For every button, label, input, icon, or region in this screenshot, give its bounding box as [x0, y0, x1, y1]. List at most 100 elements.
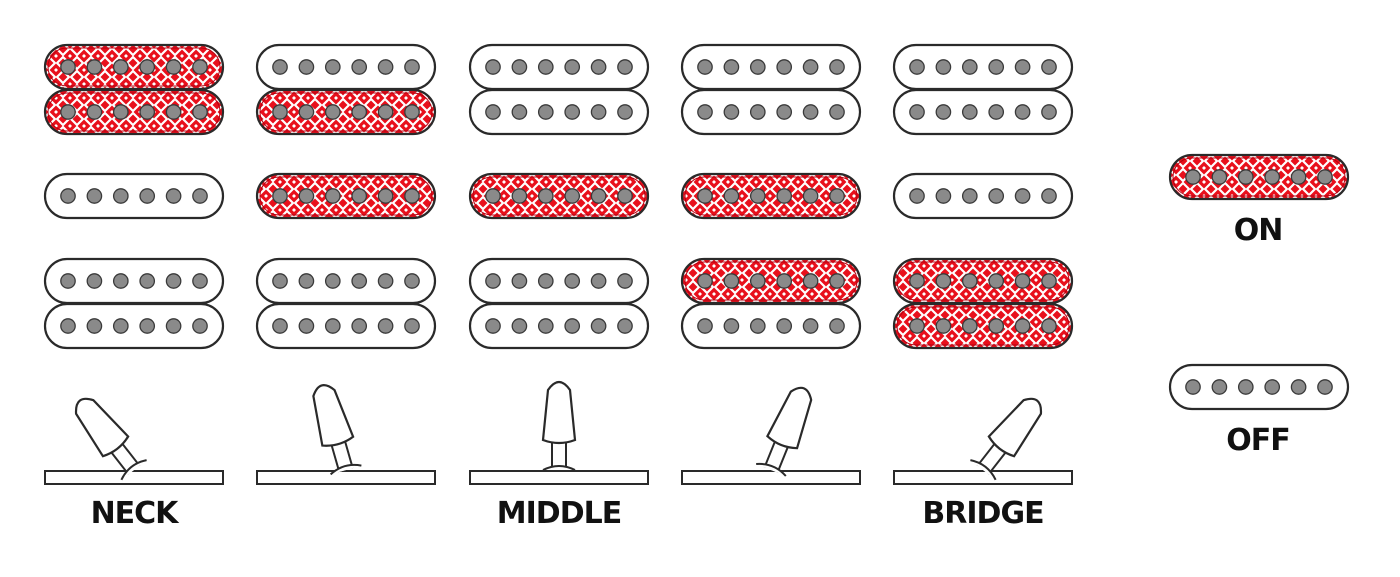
pole-piece [564, 318, 581, 334]
pole-piece [139, 273, 156, 289]
pole-piece [961, 273, 978, 289]
pole-piece [165, 59, 182, 75]
pole-piece [1264, 169, 1281, 185]
pole-piece [590, 188, 607, 204]
pole-piece [298, 273, 315, 289]
pole-piece [749, 59, 766, 75]
pole-piece [829, 188, 845, 204]
neck-pickup-coil-top [255, 43, 437, 91]
pole-piece [961, 188, 978, 204]
pole-piece [139, 59, 156, 75]
legend-on: ON [1168, 153, 1350, 248]
neck-pickup-coil-bottom [255, 88, 437, 136]
bridge-pickup-coil-bottom [680, 302, 862, 350]
pole-piece [697, 273, 713, 289]
pole-piece [617, 188, 633, 204]
pole-piece [988, 318, 1005, 334]
pole-piece [776, 188, 793, 204]
pole-piece [485, 188, 501, 204]
neck-pickup-coil-bottom [468, 88, 650, 136]
bridge-pickup-coil-top [892, 257, 1074, 305]
pole-piece [112, 59, 129, 75]
bridge-pickup-coil-bottom [43, 302, 225, 350]
pole-piece [165, 318, 182, 334]
pole-piece [511, 188, 528, 204]
neck-pickup-coil-bottom [892, 88, 1074, 136]
pole-piece [351, 59, 368, 75]
pole-piece [723, 188, 740, 204]
position-column [255, 43, 437, 485]
pole-piece [749, 273, 766, 289]
pole-piece [697, 104, 713, 120]
pole-piece [165, 273, 182, 289]
pole-piece [909, 318, 925, 334]
pole-piece [298, 318, 315, 334]
pole-piece [723, 59, 740, 75]
pole-piece [324, 59, 341, 75]
pole-piece [909, 59, 925, 75]
pole-piece [590, 104, 607, 120]
pole-piece [749, 104, 766, 120]
pole-piece [511, 104, 528, 120]
pole-piece [564, 188, 581, 204]
pole-piece [617, 104, 633, 120]
pole-piece [192, 273, 208, 289]
neck-pickup [43, 43, 225, 136]
position-label: NECK [91, 496, 181, 531]
pole-piece [723, 318, 740, 334]
switch-neck-middle [256, 384, 436, 485]
pole-piece [988, 59, 1005, 75]
pole-piece [1290, 169, 1307, 185]
bridge-pickup-coil-top [43, 257, 225, 305]
pole-piece [324, 273, 341, 289]
pole-piece [564, 273, 581, 289]
pole-piece [909, 104, 925, 120]
pole-piece [192, 318, 208, 334]
pole-piece [1211, 169, 1228, 185]
pole-piece [1014, 318, 1031, 334]
pole-piece [485, 273, 501, 289]
pole-piece [988, 104, 1005, 120]
middle-pickup [468, 172, 650, 220]
neck-pickup [468, 43, 650, 136]
pole-piece [324, 104, 341, 120]
pole-piece [829, 104, 845, 120]
bridge-pickup-coil-bottom [892, 302, 1074, 350]
pole-piece [112, 104, 129, 120]
pole-piece [697, 318, 713, 334]
pole-piece [590, 59, 607, 75]
pole-piece [377, 188, 394, 204]
pole-piece [723, 104, 740, 120]
legend-on-label: ON [1234, 213, 1283, 248]
pole-piece [537, 318, 554, 334]
pole-piece [1211, 379, 1228, 395]
pole-piece [537, 104, 554, 120]
legend-off-label: OFF [1226, 423, 1290, 458]
pole-piece [404, 273, 420, 289]
pole-piece [537, 59, 554, 75]
pole-piece [935, 59, 952, 75]
pole-piece [139, 104, 156, 120]
pole-piece [802, 273, 819, 289]
pole-piece [351, 273, 368, 289]
pole-piece [139, 318, 156, 334]
pole-piece [60, 188, 76, 204]
pole-piece [60, 318, 76, 334]
pole-piece [165, 188, 182, 204]
pole-piece [112, 318, 129, 334]
pole-piece [537, 188, 554, 204]
pole-piece [324, 318, 341, 334]
pole-piece [86, 273, 103, 289]
neck-pickup-coil-top [892, 43, 1074, 91]
pole-piece [377, 318, 394, 334]
pole-piece [1041, 188, 1057, 204]
pole-piece [961, 104, 978, 120]
pole-piece [909, 188, 925, 204]
pole-piece [351, 318, 368, 334]
pole-piece [829, 318, 845, 334]
pole-piece [829, 273, 845, 289]
pole-piece [485, 318, 501, 334]
pole-piece [776, 273, 793, 289]
pole-piece [749, 318, 766, 334]
